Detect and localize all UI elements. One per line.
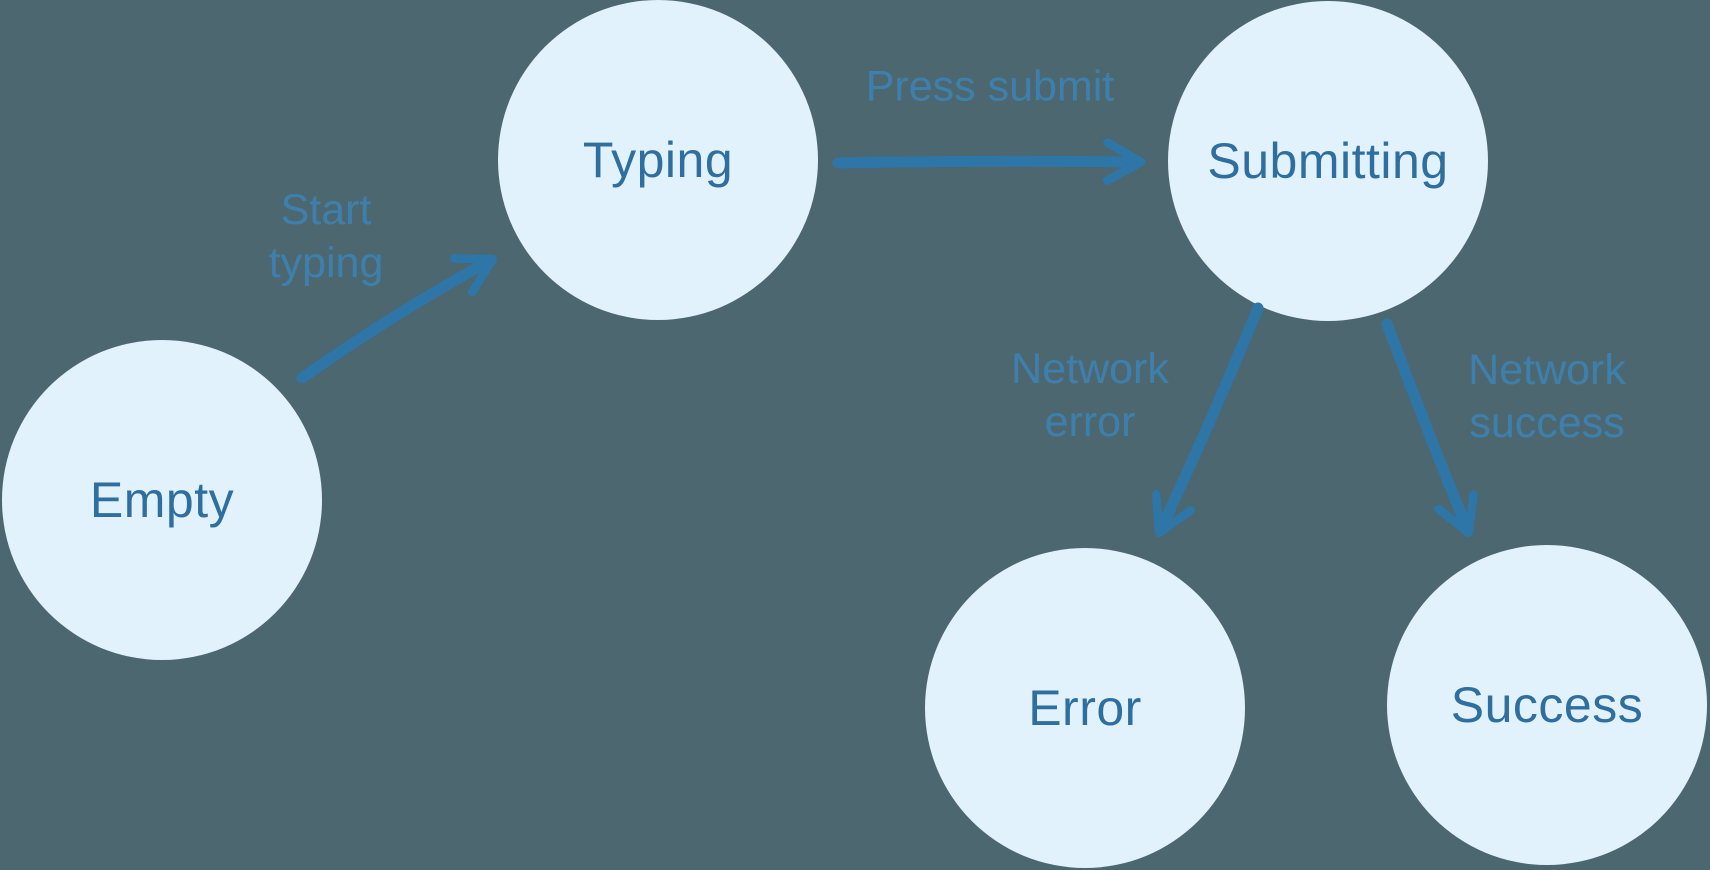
edge-label-network-error-line2: error <box>1044 398 1136 446</box>
state-node-error: Error <box>925 548 1245 868</box>
state-node-success-label: Success <box>1450 677 1644 733</box>
edge-label-network-success-line1: Network <box>1468 346 1626 394</box>
edge-label-network-success-line2: success <box>1469 399 1625 447</box>
edge-label-start-typing-line2: typing <box>268 239 384 287</box>
state-node-empty: Empty <box>2 340 322 660</box>
state-node-error-label: Error <box>1028 680 1142 736</box>
edge-label-press-submit: Press submit <box>865 62 1115 111</box>
state-node-typing-label: Typing <box>582 132 734 188</box>
state-node-typing: Typing <box>498 0 818 320</box>
edge-label-start-typing-line1: Start <box>280 186 372 234</box>
edge-label-network-success: Network success <box>1468 344 1626 450</box>
edge-label-start-typing: Start typing <box>269 184 384 290</box>
arrow-submitting-to-success <box>1381 318 1478 538</box>
arrow-typing-to-submitting <box>832 138 1146 185</box>
edge-label-network-error: Network error <box>1011 343 1169 449</box>
edge-label-network-error-line1: Network <box>1011 345 1169 393</box>
state-node-empty-label: Empty <box>89 472 235 528</box>
state-node-success: Success <box>1387 545 1707 865</box>
state-node-submitting-label: Submitting <box>1207 133 1449 189</box>
state-node-submitting: Submitting <box>1168 1 1488 321</box>
arrow-submitting-to-error <box>1151 302 1264 538</box>
